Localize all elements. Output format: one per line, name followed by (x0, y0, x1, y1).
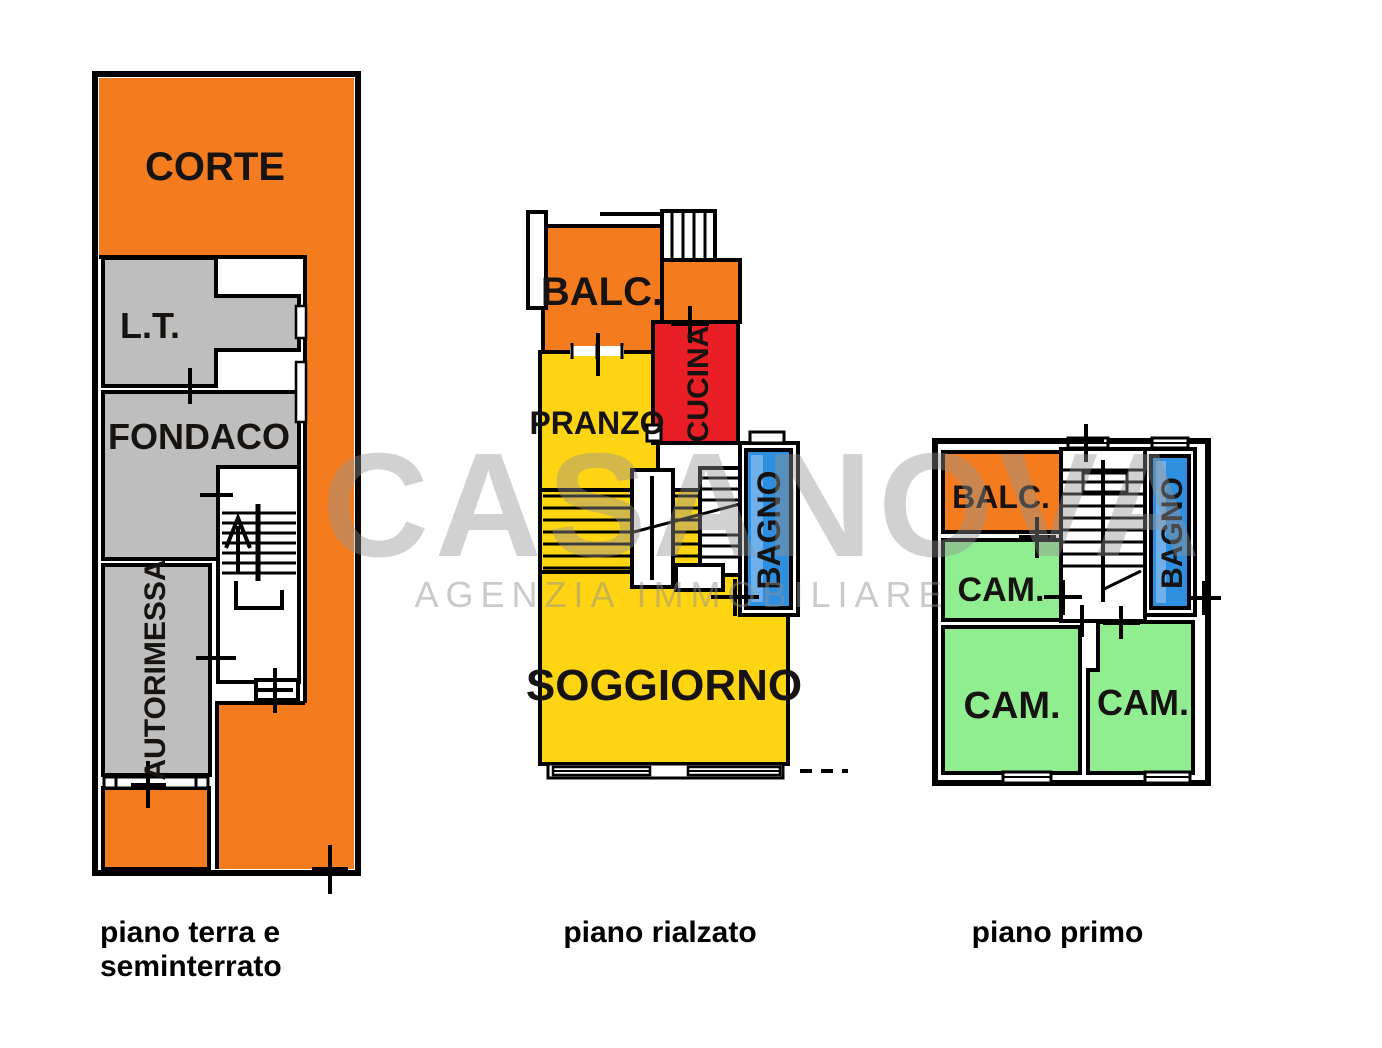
wall-notch (526, 210, 548, 310)
room-label-lt: L.T. (120, 305, 180, 346)
room-label-bagno-raised: BAGNO (751, 470, 787, 589)
bottom-windows (546, 762, 785, 780)
stair-landing-line (234, 581, 284, 610)
room-label-cam2: CAM. (963, 685, 1060, 727)
room-label-balc-raised: BALC. (541, 270, 663, 314)
stair-arrow-head (224, 512, 252, 549)
room-label-cam3: CAM. (1097, 682, 1189, 723)
room-lt (101, 256, 301, 388)
room-label-fondaco: FONDACO (108, 416, 290, 457)
room-label-soggiorno: SOGGIORNO (526, 661, 802, 710)
floor-plan-raised: BALC. PRANZO CUCINA BAGNO SOGGIORNO (526, 209, 848, 780)
room-bagno-first (1143, 447, 1197, 617)
caption-ground-line2: seminterrato (100, 950, 282, 983)
room-cucina (651, 320, 740, 445)
room-label-corte: CORTE (145, 145, 285, 189)
balcony-band (660, 258, 742, 324)
room-label-bagno-first: BAGNO (1156, 477, 1189, 589)
caption-raised: piano rialzato (563, 916, 757, 949)
room-label-cam1: CAM. (958, 571, 1045, 609)
room-label-pranzo: PRANZO (529, 405, 664, 441)
caption-ground-line1: piano terra e (100, 916, 281, 949)
entry-steps (660, 209, 717, 265)
room-label-autorimessa: AUTORIMESSA (139, 559, 172, 780)
floor-plan-first: BALC. CAM. CAM. CAM. BAGNO (932, 424, 1221, 786)
caption-first: piano primo (971, 916, 1144, 949)
bagno-window (748, 430, 786, 445)
staircase-ground (196, 465, 301, 702)
room-label-cucina: CUCINA (682, 326, 715, 443)
room-cam2 (941, 625, 1082, 775)
room-balc-raised (541, 224, 664, 354)
caption-ground: piano terra e seminterrato (100, 916, 282, 984)
floor-plan-ground: CORTE L.T. FONDACO AUTORIMESSA (92, 71, 361, 894)
room-bagno-raised (738, 430, 800, 617)
room-balc-first (941, 450, 1063, 534)
dimension-ticks (131, 368, 348, 894)
room-label-balc-first: BALC. (952, 479, 1050, 515)
staircase-raised (630, 466, 742, 592)
dimension-ticks (1019, 424, 1221, 639)
room-corte-area (99, 78, 354, 869)
cucina-door (645, 423, 663, 443)
window-symbols (102, 304, 308, 790)
room-autorimessa (101, 563, 212, 777)
courtyard-lower-left (101, 786, 211, 871)
dimension-ticks (596, 306, 759, 616)
room-cam3 (1086, 620, 1195, 775)
